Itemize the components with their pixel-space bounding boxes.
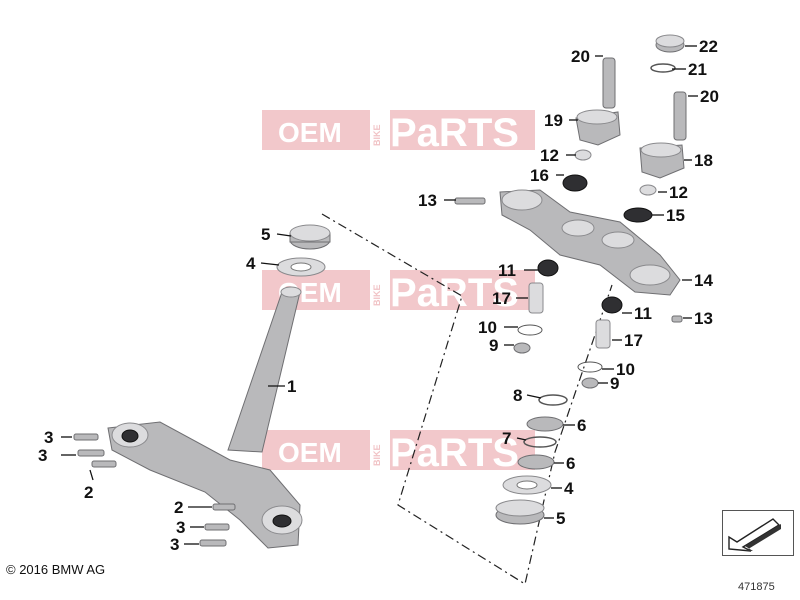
callout-1: 1 [287, 377, 296, 396]
direction-indicator [722, 510, 794, 556]
svg-text:PaRTS: PaRTS [390, 271, 519, 315]
lower-fork-bridge [107, 286, 303, 549]
callout-17-right: 17 [624, 331, 643, 350]
handlebar-riser-left [575, 109, 621, 146]
callout-17-left: 17 [492, 289, 511, 308]
callout-20-top: 20 [571, 47, 590, 66]
callout-2-left: 2 [84, 483, 93, 502]
leader-lines [61, 45, 698, 545]
handlebar-riser-right [639, 142, 685, 179]
callout-18: 18 [694, 151, 713, 170]
callout-6-top: 6 [577, 416, 586, 435]
callout-13-left: 13 [418, 191, 437, 210]
callout-5-right: 5 [556, 509, 565, 528]
callout-3-a: 3 [44, 428, 53, 447]
svg-text:BIKE: BIKE [372, 124, 382, 146]
upper-fork-bridge [499, 189, 681, 296]
callout-20-right: 20 [700, 87, 719, 106]
washer-left [276, 257, 326, 277]
callout-2-bottom: 2 [174, 498, 183, 517]
callout-3-c: 3 [176, 518, 185, 537]
callout-4-left: 4 [246, 254, 256, 273]
svg-text:PaRTS: PaRTS [390, 111, 519, 155]
steering-bearing-stack [495, 394, 568, 525]
callout-21: 21 [688, 60, 707, 79]
callout-3-b: 3 [38, 446, 47, 465]
callout-5-left: 5 [261, 225, 270, 244]
callout-9-left: 9 [489, 336, 498, 355]
callout-11-right: 11 [634, 304, 652, 323]
watermark-middle: OEM BIKE PaRTS [262, 270, 535, 315]
assembly-dashed-line [321, 213, 613, 585]
copyright-text: © 2016 BMW AG [6, 562, 106, 577]
diagram-number: 471875 [738, 581, 775, 593]
callout-6-bottom: 6 [566, 454, 575, 473]
watermark-bottom: OEM BIKE PaRTS [262, 430, 535, 475]
callout-4-right: 4 [564, 479, 574, 498]
callout-10-right: 10 [616, 360, 635, 379]
svg-text:OEM: OEM [278, 117, 342, 148]
pinch-bolts-lower [73, 433, 236, 547]
callout-8: 8 [513, 386, 522, 405]
callout-15: 15 [666, 206, 685, 225]
callout-12-right: 12 [669, 183, 688, 202]
clamp-bolts-upper [454, 197, 683, 323]
watermark-top: OEM BIKE PaRTS [262, 110, 535, 155]
callout-14: 14 [694, 271, 713, 290]
callout-7: 7 [502, 429, 511, 448]
callout-9-right: 9 [610, 374, 619, 393]
svg-text:BIKE: BIKE [372, 284, 382, 306]
svg-text:BIKE: BIKE [372, 444, 382, 466]
adjusting-nut-left [289, 224, 331, 250]
callout-11-left: 11 [498, 261, 516, 280]
bushings-and-rubber-mounts [513, 149, 657, 389]
callout-labels: 20 22 21 20 19 18 12 16 12 13 15 11 14 1… [38, 37, 719, 554]
circlip [650, 63, 676, 73]
cover-cap [655, 34, 685, 53]
arrow-down-left-icon [728, 518, 781, 552]
svg-text:OEM: OEM [278, 437, 342, 468]
callout-13-right: 13 [694, 309, 713, 328]
svg-text:PaRTS: PaRTS [390, 431, 519, 475]
callout-19: 19 [544, 111, 563, 130]
callout-12-left: 12 [540, 146, 559, 165]
callout-22: 22 [699, 37, 718, 56]
callout-3-d: 3 [170, 535, 179, 554]
callout-16: 16 [530, 166, 549, 185]
callout-10-left: 10 [478, 318, 497, 337]
watermark: OEM BIKE PaRTS OEM BIKE PaRTS OEM BIKE P… [262, 110, 535, 475]
riser-bolts [602, 57, 687, 141]
